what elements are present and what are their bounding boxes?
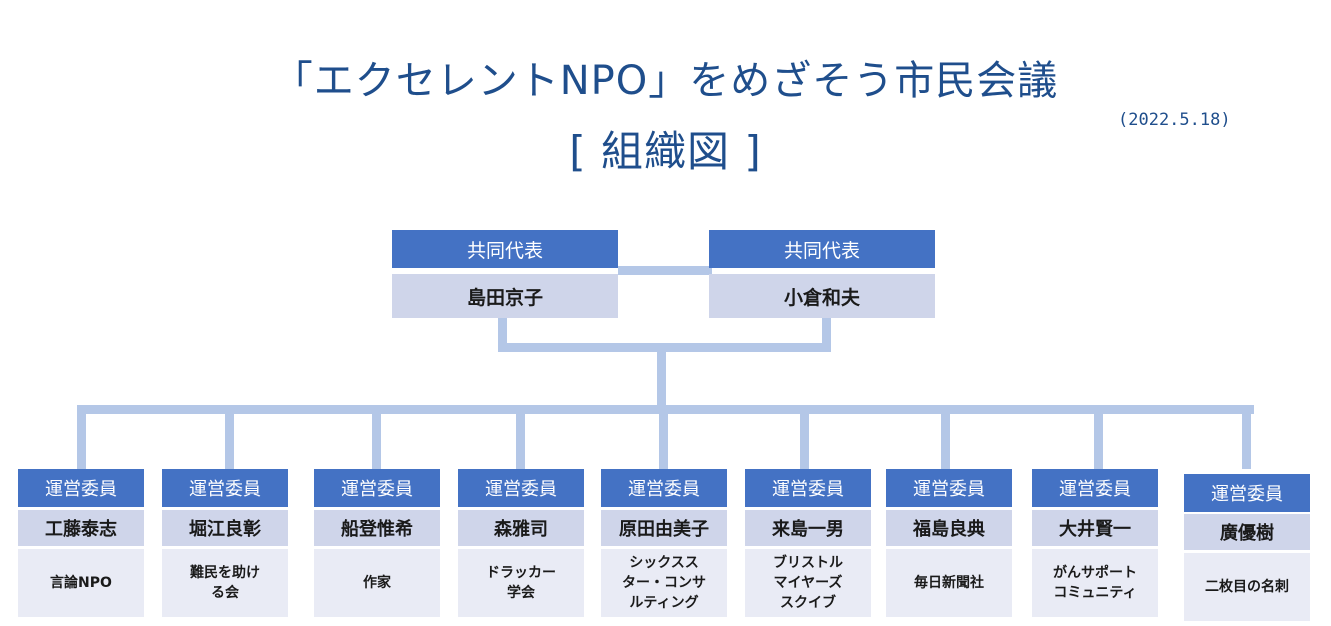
member-name: 森雅司: [458, 510, 584, 546]
connector-drop-9: [1242, 405, 1251, 469]
connector-rep2-down: [822, 318, 831, 350]
date-label: (2022.5.18): [1118, 110, 1231, 130]
member-role: 運営委員: [745, 469, 871, 507]
member-org: シックスス ター・コンサ ルティング: [601, 549, 727, 617]
member-org: ブリストル マイヤーズ スクイブ: [745, 549, 871, 617]
member-org: ドラッカー 学会: [458, 549, 584, 617]
rep-name: 小倉和夫: [709, 274, 935, 318]
page-subtitle: [ 組織図 ]: [569, 127, 762, 176]
member-role: 運営委員: [314, 469, 440, 507]
connector-drop-7: [941, 405, 950, 469]
member-name: 船登惟希: [314, 510, 440, 546]
member-name: 大井賢一: [1032, 510, 1158, 546]
member-role: 運営委員: [1032, 469, 1158, 507]
rep-name: 島田京子: [392, 274, 618, 318]
connector-drop-6: [800, 405, 809, 469]
connector-trunk: [657, 343, 666, 412]
member-role: 運営委員: [601, 469, 727, 507]
member-role: 運営委員: [18, 469, 144, 507]
connector-drop-5: [659, 405, 668, 469]
member-role: 運営委員: [458, 469, 584, 507]
rep-role: 共同代表: [392, 230, 618, 268]
connector-drop-3: [372, 405, 381, 469]
page-title: 「エクセレントNPO」をめざそう市民会議: [272, 58, 1059, 104]
member-name: 福島良典: [886, 510, 1012, 546]
member-name: 工藤泰志: [18, 510, 144, 546]
rep-role: 共同代表: [709, 230, 935, 268]
member-role: 運営委員: [162, 469, 288, 507]
connector-drop-1: [77, 405, 86, 469]
member-role: 運営委員: [886, 469, 1012, 507]
connector-drop-8: [1094, 405, 1103, 469]
member-name: 来島一男: [745, 510, 871, 546]
connector-reps: [618, 266, 712, 275]
connector-drop-4: [516, 405, 525, 469]
member-org: 二枚目の名刺: [1184, 553, 1310, 621]
member-name: 堀江良彰: [162, 510, 288, 546]
member-org: 言論NPO: [18, 549, 144, 617]
member-name: 廣優樹: [1184, 514, 1310, 550]
member-org: 毎日新聞社: [886, 549, 1012, 617]
member-org: 作家: [314, 549, 440, 617]
connector-drop-2: [225, 405, 234, 469]
member-org: 難民を助け る会: [162, 549, 288, 617]
member-role: 運営委員: [1184, 474, 1310, 512]
connector-rep1-down: [498, 318, 507, 350]
member-org: がんサポート コミュニティ: [1032, 549, 1158, 617]
member-name: 原田由美子: [601, 510, 727, 546]
